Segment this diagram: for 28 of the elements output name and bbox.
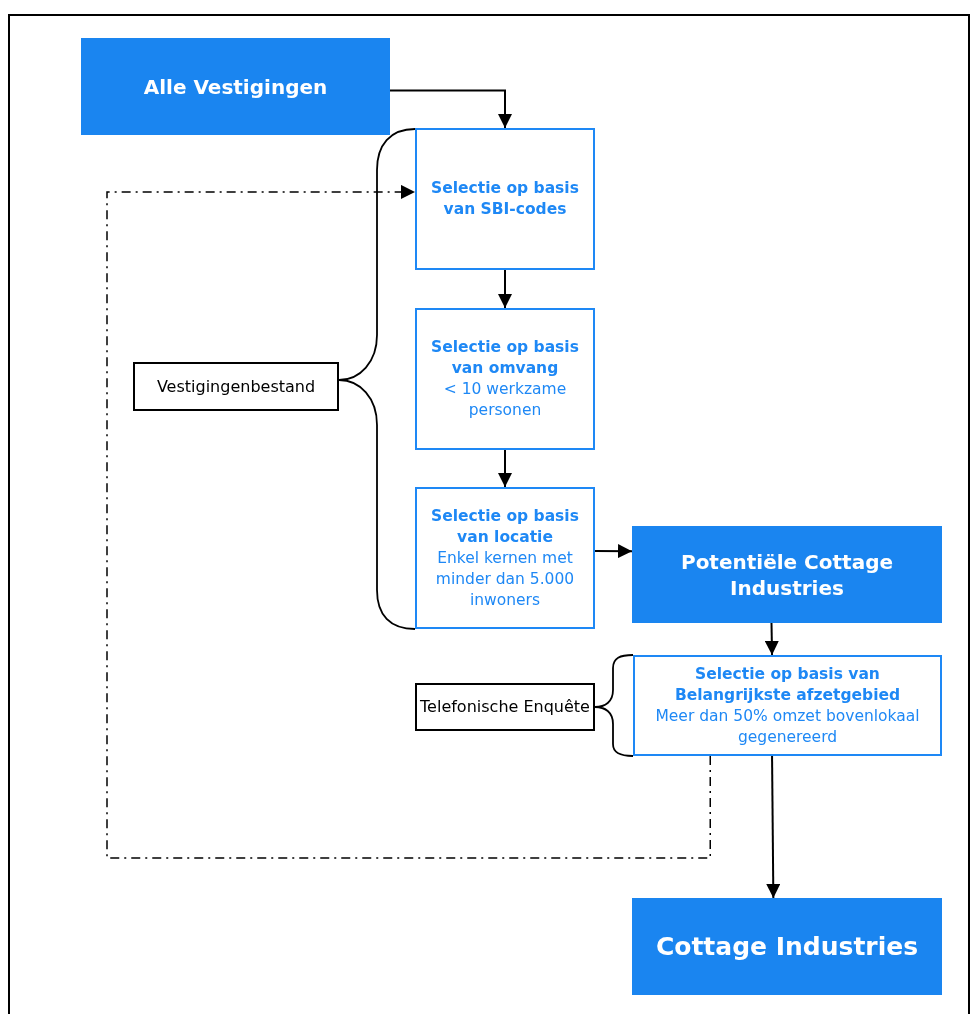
arrow [389,89,512,129]
arrow [498,449,512,488]
box-title: Alle Vestigingen [143,73,328,100]
result-box [632,526,942,623]
box-title: Selectie op basis van omvang [430,337,580,379]
arrow [594,544,633,559]
box-title: Selectie op basis van Belangrijkste afzetgebied [673,663,902,706]
result-box [632,898,942,995]
box-title: Cottage Industries [655,933,919,960]
box-note: Enkel kernen met minder dan 5.000 inwoners [434,547,576,611]
box-title: Selectie op basis van locatie [430,505,580,548]
source-box [133,362,339,411]
box-title: Selectie op basis van SBI-codes [430,178,580,220]
process-box [415,487,595,629]
arrow [764,622,779,656]
arrow [498,269,512,309]
feedback-arrow [106,184,711,859]
box-note: < 10 werkzame personen [442,379,568,421]
source-box [415,683,595,731]
process-box [415,308,595,450]
arrow [766,755,781,899]
start-box [81,38,390,135]
box-label: Vestigingenbestand [156,375,316,398]
box-note: Meer dan 50% omzet bovenlokaal gegenereerd [654,705,921,748]
process-box [633,655,942,756]
box-title: Potentiële Cottage Industries [679,548,894,601]
process-box [415,128,595,270]
box-label: Telefonische Enquête [420,696,590,718]
